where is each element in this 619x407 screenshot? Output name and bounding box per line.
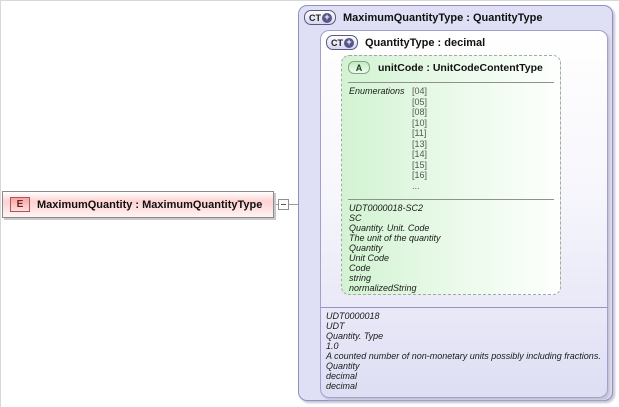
complextype-badge-label: CT <box>309 12 321 23</box>
element-box-maximum-quantity[interactable]: E MaximumQuantity : MaximumQuantityType <box>2 191 274 218</box>
type-separator <box>321 307 607 308</box>
inner-ct-title: QuantityType : decimal <box>365 36 486 49</box>
minus-icon <box>281 204 286 205</box>
attribute-box-unitcode[interactable]: A unitCode : UnitCodeContentType Enumera… <box>341 55 561 295</box>
enumerations-list: [04][05][08][10][11][13][14][15][16]... <box>412 86 428 191</box>
complextype-badge: CT + <box>326 35 358 50</box>
attribute-separator-bottom <box>348 199 554 200</box>
collapse-toggle[interactable] <box>278 199 289 210</box>
plus-icon: + <box>322 12 332 23</box>
complextype-badge-label: CT <box>331 37 343 48</box>
attribute-header: A unitCode : UnitCodeContentType <box>348 61 543 74</box>
enumerations-label: Enumerations <box>349 86 405 96</box>
outer-ct-header: CT + MaximumQuantityType : QuantityType <box>304 10 542 25</box>
element-badge: E <box>10 197 30 212</box>
attribute-separator-top <box>348 82 554 83</box>
element-title: MaximumQuantity : MaximumQuantityType <box>37 198 263 211</box>
complextype-box-maximumquantitytype[interactable]: CT + MaximumQuantityType : QuantityType … <box>298 5 613 401</box>
attribute-title: unitCode : UnitCodeContentType <box>378 61 543 74</box>
inner-ct-header: CT + QuantityType : decimal <box>326 35 485 50</box>
plus-icon: + <box>344 37 354 48</box>
outer-ct-title: MaximumQuantityType : QuantityType <box>343 11 543 24</box>
complextype-badge: CT + <box>304 10 336 25</box>
attribute-badge: A <box>348 61 370 74</box>
complextype-box-quantitytype[interactable]: CT + QuantityType : decimal A unitCode :… <box>320 30 608 398</box>
